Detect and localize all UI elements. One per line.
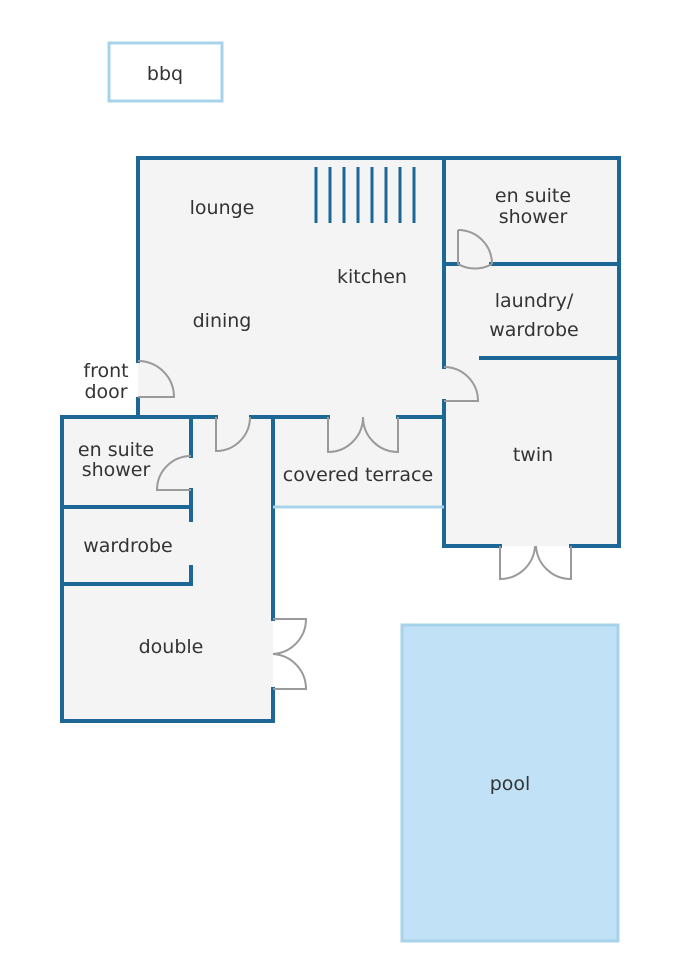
twin-wing-floor <box>444 360 619 546</box>
en-suite-shower-right-label-line1: en suite <box>495 185 571 207</box>
kitchen-label: kitchen <box>337 266 407 288</box>
dining-label: dining <box>193 310 252 332</box>
front-door-label-line2: door <box>84 381 127 403</box>
en-suite-shower-right-label-line2: shower <box>499 206 568 228</box>
left-wing-floor <box>62 417 273 721</box>
pool <box>400 623 620 943</box>
lounge-label: lounge <box>190 197 255 219</box>
en-suite-shower-left-label-line1: en suite <box>78 439 154 461</box>
kitchen-counter-lines <box>314 167 416 223</box>
laundry-label-line1: laundry/ <box>495 290 574 312</box>
covered-terrace-label: covered terrace <box>283 464 433 486</box>
pool-label: pool <box>490 773 531 795</box>
double-label: double <box>139 636 204 658</box>
wardrobe-label: wardrobe <box>83 535 173 557</box>
covered-terrace-floor <box>273 417 444 507</box>
front-door-label-line1: front <box>83 360 128 382</box>
laundry-label-line2: wardrobe <box>489 319 579 341</box>
doors <box>137 229 572 690</box>
walls <box>60 156 621 723</box>
twin-label: twin <box>513 444 553 466</box>
bbq-box <box>107 41 224 103</box>
bbq-label: bbq <box>147 63 183 85</box>
en-suite-shower-left-label-line2: shower <box>82 459 151 481</box>
